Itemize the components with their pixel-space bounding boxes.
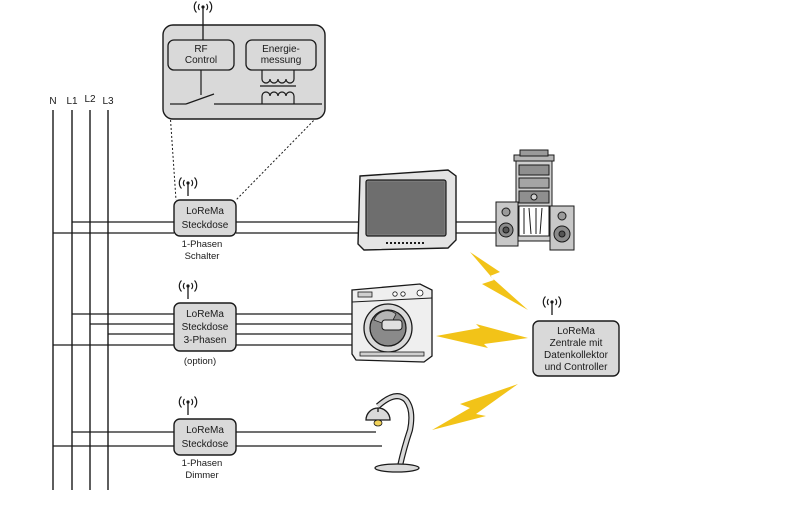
washing-machine-icon — [351, 283, 433, 363]
outlet-2-name-1: LoReMa — [186, 309, 224, 320]
bus-label-l1: L1 — [66, 96, 78, 107]
antenna-icon — [193, 0, 213, 21]
power-bus — [52, 110, 109, 490]
stereo-icon — [495, 149, 575, 251]
outlet-2-name-2: Steckdose — [182, 322, 229, 333]
outlet-2: LoReMa Steckdose 3-Phasen (option) — [173, 279, 237, 367]
lightning-icon — [470, 252, 528, 310]
outlet-1-name-1: LoReMa — [186, 206, 224, 217]
wiring-row-1 — [53, 221, 500, 234]
outlet-2-caption: (option) — [184, 356, 216, 367]
central-line-4: und Controller — [545, 362, 608, 373]
wiring-row-3 — [53, 431, 382, 447]
wiring-row-2 — [53, 313, 352, 346]
switch-symbol — [170, 70, 322, 105]
lightning-icon — [432, 384, 518, 430]
detail-box: RF Control Energie- messung — [162, 0, 326, 120]
central-line-1: LoReMa — [557, 326, 595, 337]
central-line-2: Zentrale mit — [550, 338, 603, 349]
bus-label-n: N — [49, 96, 56, 107]
outlet-3-name-2: Steckdose — [182, 439, 229, 450]
energy-measure-label-1: Energie- — [262, 44, 300, 55]
outlet-3-name-1: LoReMa — [186, 425, 224, 436]
central-controller: LoReMa Zentrale mit Datenkollektor und C… — [532, 295, 620, 377]
coil-symbol — [260, 70, 296, 104]
outlet-3: LoReMa Steckdose 1-Phasen Dimmer — [173, 395, 237, 481]
lightning-icon — [436, 324, 528, 348]
antenna-icon — [542, 295, 562, 316]
antenna-icon — [178, 279, 198, 300]
outlet-1: LoReMa Steckdose 1-Phasen Schalter — [173, 176, 237, 262]
tv-icon — [357, 169, 457, 251]
central-line-3: Datenkollektor — [544, 350, 609, 361]
antenna-icon — [178, 395, 198, 416]
outlet-3-caption-2: Dimmer — [185, 470, 218, 481]
bus-label-l2: L2 — [84, 94, 96, 105]
outlet-2-name-3: 3-Phasen — [184, 335, 227, 346]
rf-control-label-2: Control — [185, 55, 217, 66]
energy-measure-label-2: messung — [261, 55, 302, 66]
energy-measure-box — [245, 39, 317, 71]
outlet-1-caption-2: Schalter — [185, 251, 220, 262]
bus-label-l3: L3 — [102, 96, 114, 107]
antenna-icon — [178, 176, 198, 197]
outlet-3-caption-1: 1-Phasen — [182, 458, 223, 469]
outlet-1-caption-1: 1-Phasen — [182, 239, 223, 250]
callout-lines — [169, 111, 323, 201]
outlet-1-name-2: Steckdose — [182, 220, 229, 231]
lamp-icon — [365, 393, 420, 473]
lightning-icons — [432, 252, 528, 430]
rf-control-label-1: RF — [194, 44, 207, 55]
